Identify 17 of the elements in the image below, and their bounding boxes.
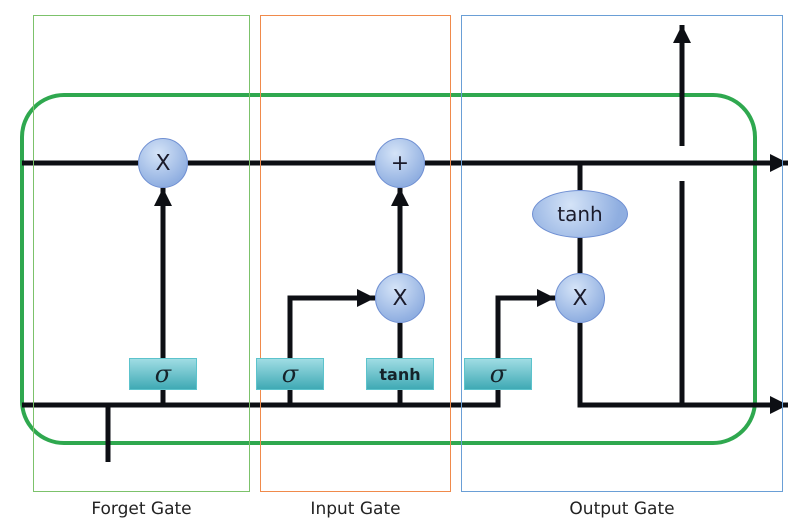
arrow — [154, 188, 172, 358]
gate-label: Forget Gate — [91, 499, 192, 519]
gate-label: Input Gate — [310, 499, 401, 519]
arrow — [496, 289, 555, 358]
operator-circle: X — [555, 273, 605, 323]
layer-box: σ — [256, 358, 324, 390]
layer-box: σ — [129, 358, 197, 390]
layer-box: tanh — [366, 358, 434, 390]
arrow — [288, 289, 375, 358]
layer-box: σ — [464, 358, 532, 390]
activation-ellipse: tanh — [532, 190, 628, 238]
operator-circle: X — [138, 138, 188, 188]
arrow — [20, 388, 166, 464]
gate-label: Output Gate — [569, 499, 675, 519]
operator-circle: + — [375, 138, 425, 188]
arrow — [391, 188, 409, 273]
operator-circle: X — [375, 273, 425, 323]
